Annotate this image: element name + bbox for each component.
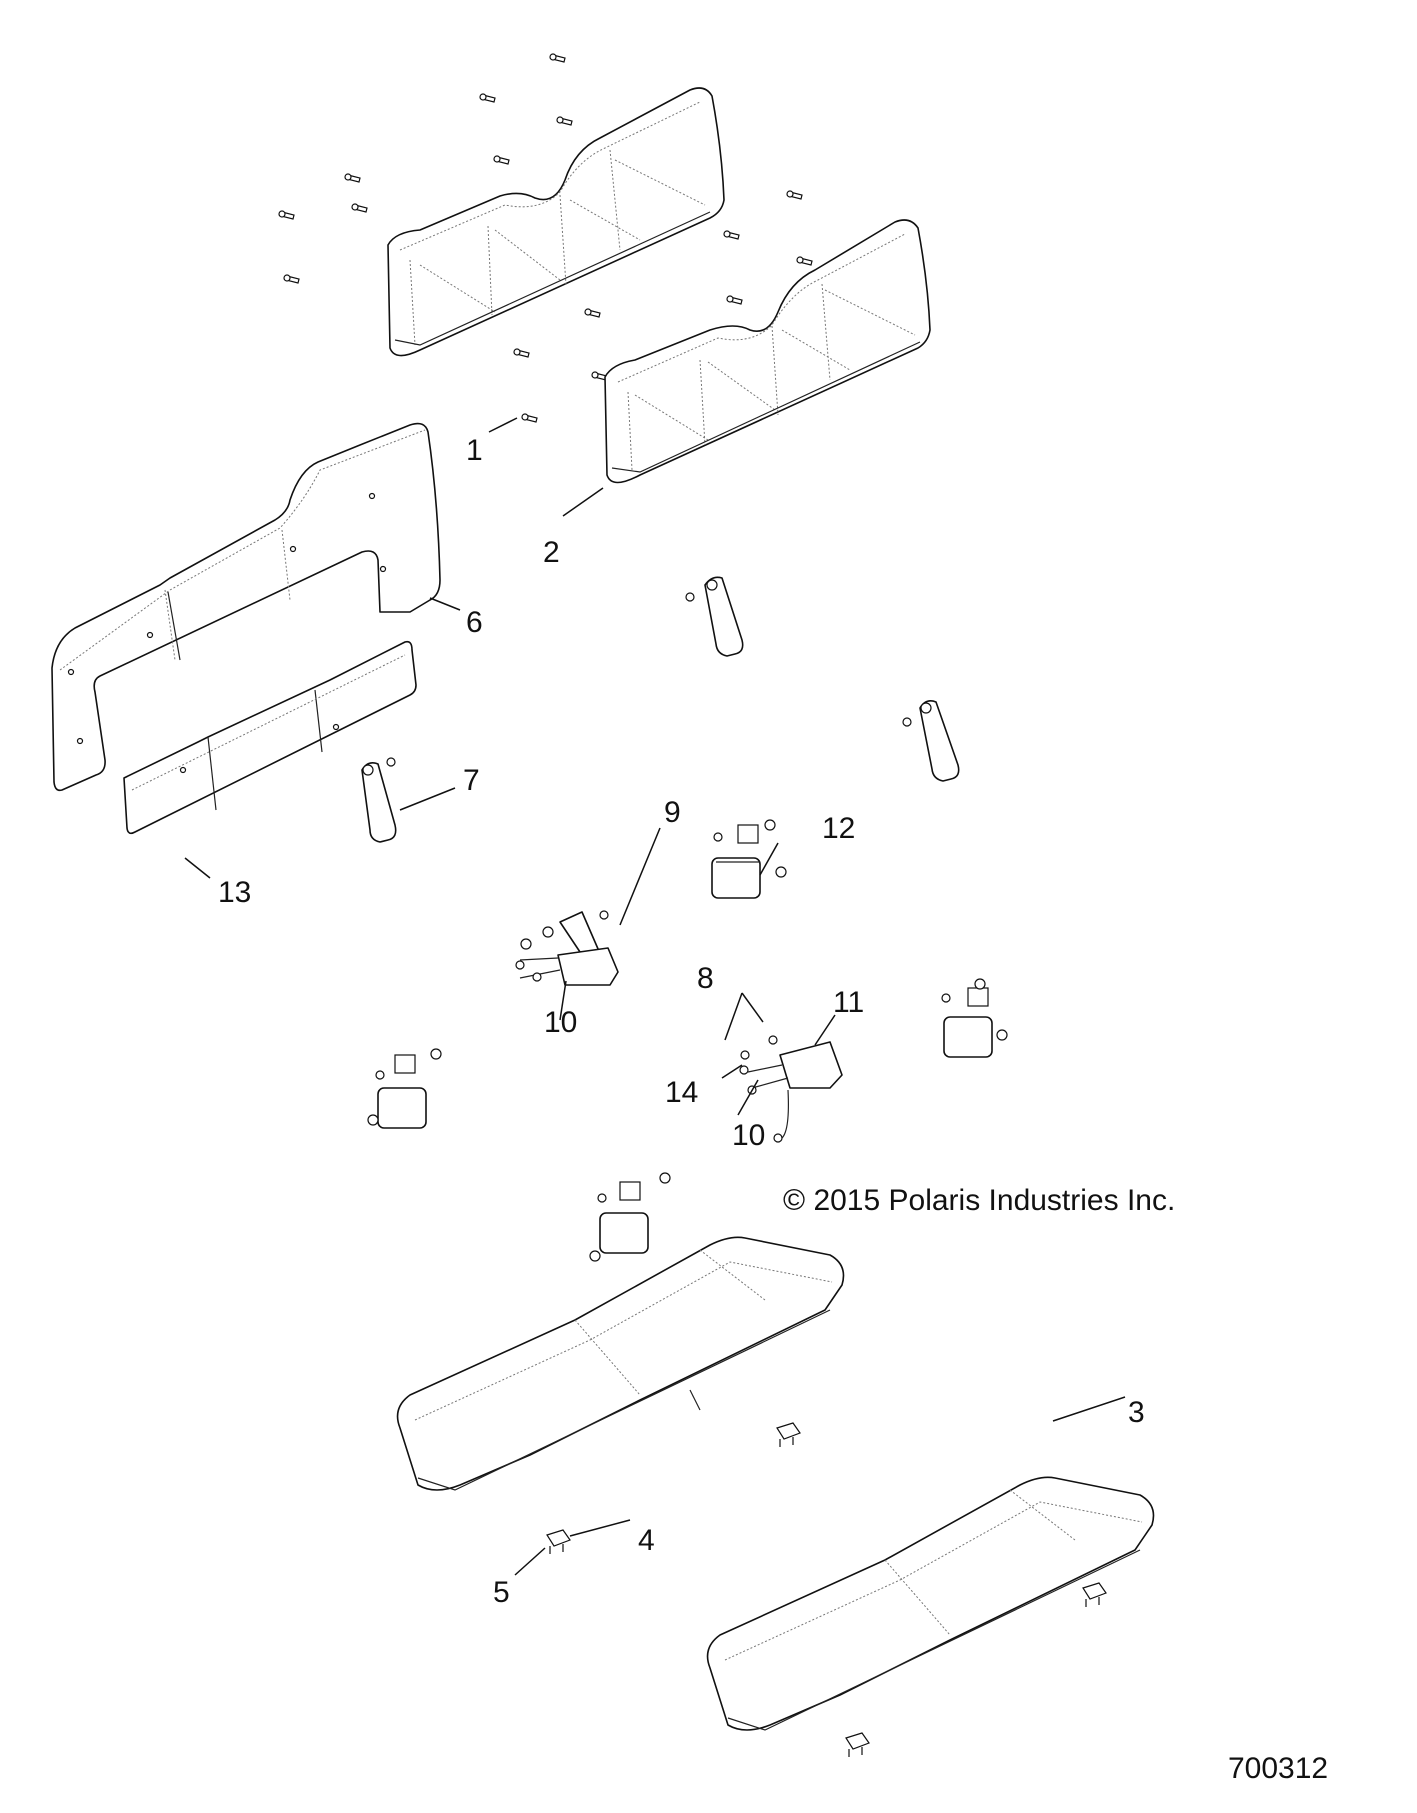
screw-icon	[351, 203, 368, 213]
buckle-assembly-right	[739, 1035, 843, 1143]
seat-bracket	[1082, 1582, 1107, 1607]
buckle-assembly-left	[515, 910, 619, 986]
screw-icon	[556, 116, 573, 126]
seat-bracket	[546, 1529, 571, 1554]
seat-belt-buckle	[361, 757, 397, 843]
retractor	[367, 1048, 442, 1129]
screw-icon	[344, 173, 361, 183]
callout-6: 6	[466, 606, 483, 639]
front-seat-backrest	[387, 87, 725, 357]
callout-12: 12	[822, 812, 855, 845]
callout-5: 5	[493, 1576, 510, 1609]
seat-bracket	[845, 1732, 870, 1757]
screw-icon	[493, 155, 510, 165]
rear-seat-bottom	[706, 1476, 1155, 1731]
callout-3: 3	[1128, 1396, 1145, 1429]
seat-belt-buckle	[685, 576, 744, 657]
screw-icon	[513, 348, 530, 358]
leader-lines	[184, 417, 1126, 1576]
callout-7: 7	[463, 764, 480, 797]
screw-icon	[723, 230, 740, 240]
callout-11: 11	[833, 986, 864, 1019]
backrest-insert-panel	[123, 640, 417, 835]
callouts: 1 2 3 4 5 6 7 8 9 10 10 11 12 13 14	[218, 434, 1145, 1609]
callout-2: 2	[543, 536, 560, 569]
screw-icon	[796, 256, 813, 266]
screw-icon	[786, 190, 803, 200]
callout-14: 14	[665, 1076, 698, 1109]
seat-bracket	[776, 1422, 801, 1447]
front-seat-bottom	[396, 1236, 845, 1491]
retractor	[711, 819, 787, 899]
screw-set	[278, 53, 813, 423]
callout-1: 1	[466, 434, 483, 467]
screw-icon	[278, 210, 295, 220]
retractor	[589, 1172, 671, 1262]
screw-icon	[726, 295, 743, 305]
callout-8: 8	[697, 962, 714, 995]
callout-10-lower: 10	[732, 1119, 765, 1152]
callout-9: 9	[664, 796, 681, 829]
seat-belt-buckle	[902, 700, 960, 782]
screw-icon	[549, 53, 566, 63]
retractor	[941, 978, 1008, 1058]
callout-4: 4	[638, 1524, 655, 1557]
screw-icon	[584, 308, 601, 318]
diagram-number: 700312	[1228, 1752, 1328, 1785]
screw-icon	[521, 413, 538, 423]
callout-10-upper: 10	[544, 1006, 577, 1039]
backrest-panel	[51, 422, 441, 792]
callout-13: 13	[218, 876, 251, 909]
screw-icon	[283, 274, 300, 284]
copyright-notice: © 2015 Polaris Industries Inc.	[783, 1184, 1175, 1217]
screw-icon	[479, 93, 496, 103]
rear-seat-backrest	[604, 219, 931, 484]
